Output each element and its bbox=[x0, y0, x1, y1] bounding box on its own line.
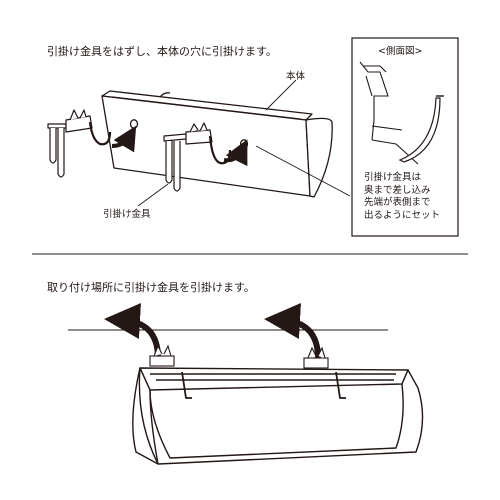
hang-arrow-left bbox=[104, 303, 161, 359]
side-view-note-line: 先端が表側まで bbox=[364, 197, 431, 209]
side-view-drawing bbox=[359, 61, 444, 165]
leader-hook bbox=[137, 183, 169, 207]
side-view-note-line: 出るようにセット bbox=[364, 209, 441, 221]
hanger-hook-middle bbox=[163, 122, 232, 192]
mounted-body bbox=[132, 367, 424, 465]
bracket-left bbox=[149, 344, 175, 367]
insert-arrow-left bbox=[111, 125, 137, 153]
leader-side-view bbox=[255, 145, 351, 197]
label-hanger-hook: 引掛け金具 bbox=[103, 209, 151, 220]
step1-instruction: 引掛け金具をはずし、本体の穴に引掛けます。 bbox=[47, 45, 277, 58]
side-view-note: 引掛け金具は 奥まで差し込み 先端が表側まで 出るようにセット bbox=[364, 172, 440, 222]
side-view-frame bbox=[351, 37, 459, 237]
hang-arrow-right bbox=[264, 303, 321, 359]
hanger-hook-left bbox=[47, 109, 112, 178]
leader-body bbox=[265, 79, 297, 111]
side-view-note-line: 引掛け金具は bbox=[364, 172, 422, 183]
insert-arrow-right bbox=[223, 139, 248, 167]
side-view-title: <側面図> bbox=[378, 46, 423, 57]
step2-instruction: 取り付け場所に引掛け金具を引掛けます。 bbox=[47, 281, 255, 294]
bracket-right bbox=[303, 346, 329, 369]
label-main-body: 本体 bbox=[286, 71, 306, 82]
side-view-note-line: 奥まで差し込み bbox=[364, 184, 431, 196]
main-body-box bbox=[101, 90, 333, 198]
